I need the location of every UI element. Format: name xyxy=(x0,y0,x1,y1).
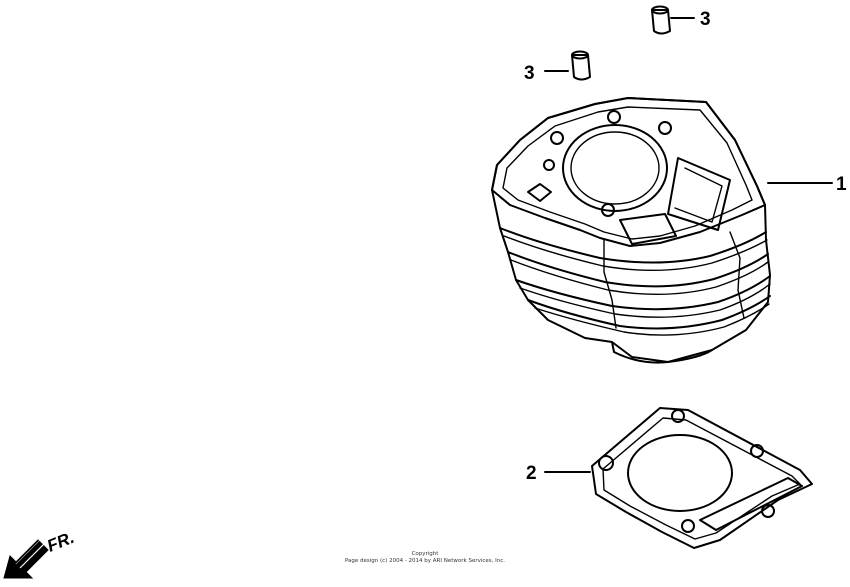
front-direction-label: FR. xyxy=(44,528,77,556)
callout-1[interactable]: 1 xyxy=(836,174,847,195)
dowel-pin-top[interactable] xyxy=(651,5,671,35)
callout-3-left[interactable]: 3 xyxy=(524,63,535,84)
cylinder-block[interactable] xyxy=(491,97,771,364)
callout-2[interactable]: 2 xyxy=(526,463,537,484)
callout-3-top[interactable]: 3 xyxy=(700,9,711,30)
dowel-pin-left[interactable] xyxy=(571,50,591,81)
cylinder-base-gasket[interactable] xyxy=(591,407,813,549)
front-direction-arrow-icon xyxy=(3,539,49,579)
copyright-line-1: Copyright xyxy=(411,551,439,557)
copyright-line-2: Page design (c) 2004 - 2014 by ARI Netwo… xyxy=(344,558,506,564)
copyright-notice: Copyright Page design (c) 2004 - 2014 by… xyxy=(300,551,550,565)
